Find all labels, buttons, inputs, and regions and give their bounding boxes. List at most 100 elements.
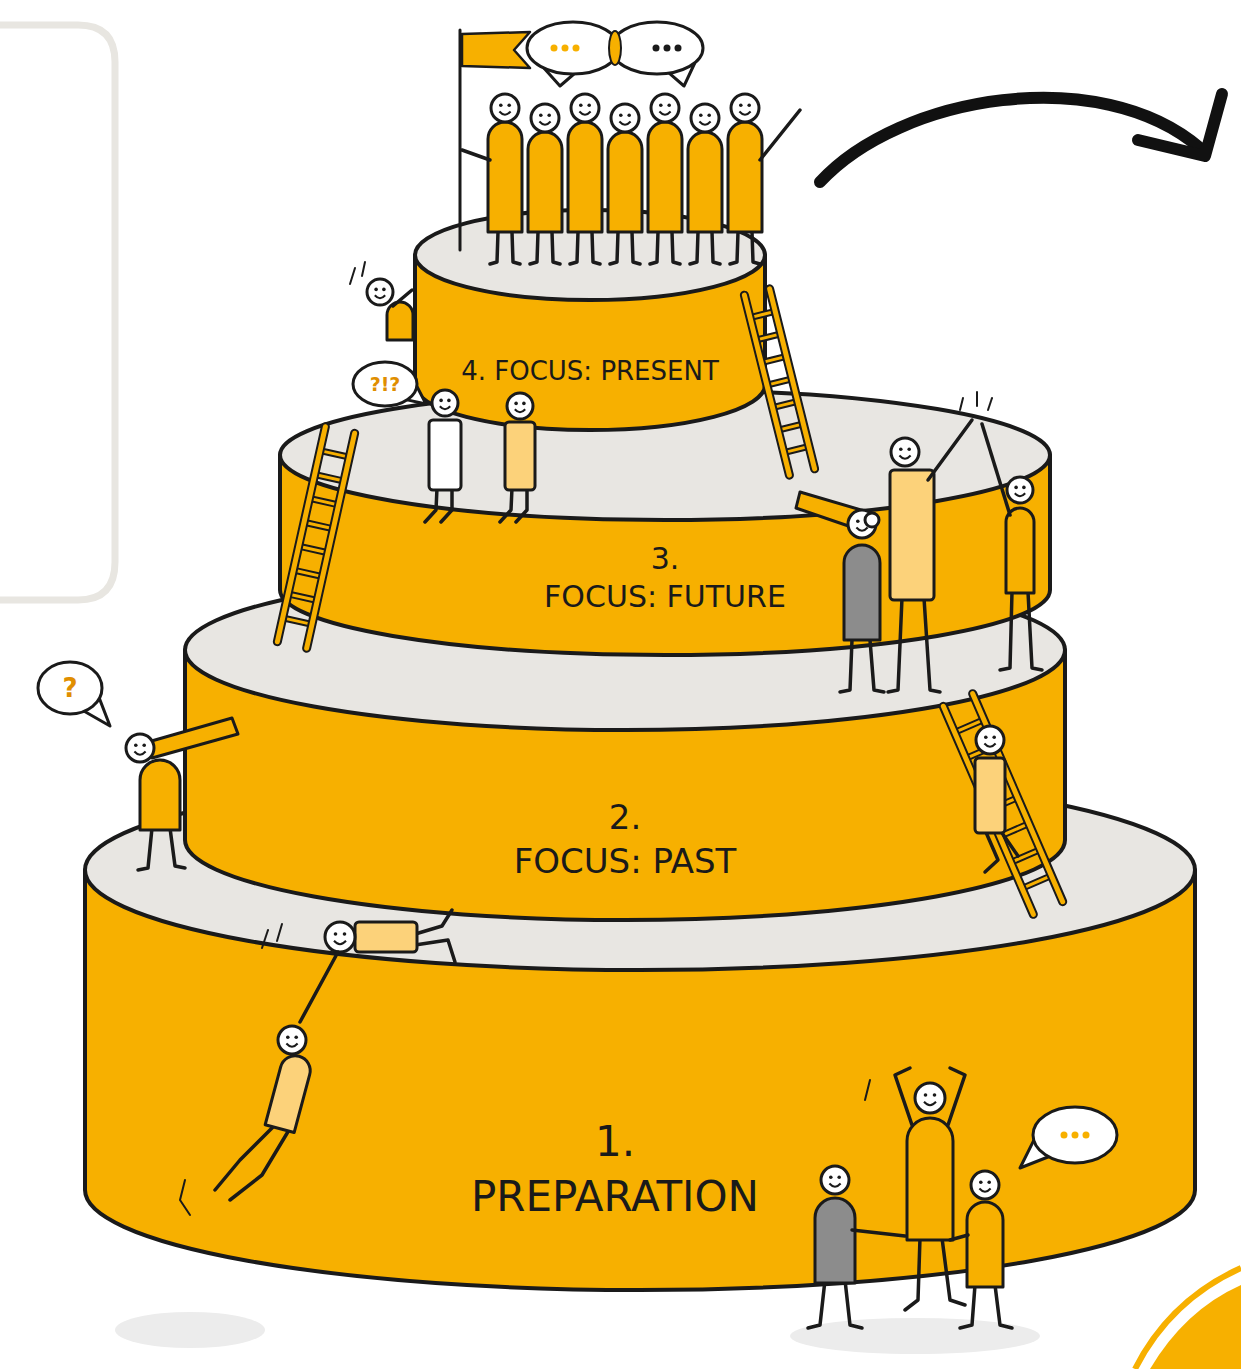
head-outline	[507, 393, 533, 419]
eye	[539, 113, 543, 117]
eye	[924, 1093, 928, 1097]
tier-shape	[411, 206, 769, 434]
eye	[382, 288, 386, 292]
stick-line	[1028, 592, 1042, 670]
head-outline	[691, 104, 719, 132]
bubble-overlap	[609, 31, 621, 65]
stick-line	[948, 1068, 965, 1125]
stick-line	[500, 488, 512, 522]
stick-line	[362, 262, 365, 276]
figure-body	[890, 470, 934, 600]
figure-head	[915, 1083, 945, 1113]
corner-swoosh-line	[1135, 1268, 1241, 1369]
stick-line	[230, 1125, 292, 1200]
arrow-head	[1138, 94, 1222, 156]
figure-body	[355, 922, 417, 952]
eye	[933, 1093, 937, 1097]
head-outline	[651, 94, 679, 122]
stick-line	[928, 420, 972, 480]
ladder-rung	[283, 618, 312, 625]
eye	[1022, 486, 1026, 490]
eye	[979, 1180, 983, 1184]
ladder-rail	[277, 427, 325, 642]
head-outline	[325, 922, 355, 952]
figure-body	[1006, 508, 1034, 593]
stick-line	[610, 232, 618, 264]
figure-body	[568, 122, 602, 232]
figure-body	[429, 420, 461, 490]
stick-line	[690, 232, 698, 264]
eye	[294, 1035, 298, 1039]
figure-head	[976, 726, 1004, 754]
figure-body	[907, 1118, 953, 1240]
stick-line	[905, 1238, 920, 1310]
eye	[899, 447, 903, 451]
eye	[587, 103, 591, 107]
stick-line	[924, 598, 940, 692]
head-outline	[1007, 477, 1033, 503]
eye	[439, 399, 443, 403]
line-spacer	[646, 795, 741, 817]
figure-head	[651, 94, 679, 122]
smile	[579, 112, 590, 115]
ladder-rail	[744, 295, 789, 475]
eye	[984, 735, 988, 739]
tier-label: 2. FOCUS: PAST	[514, 797, 737, 881]
eye	[547, 113, 551, 117]
smile	[984, 744, 995, 747]
smile	[924, 1102, 936, 1105]
head-outline	[126, 734, 154, 762]
ladder-rung	[299, 546, 328, 553]
figure-head	[971, 1171, 999, 1199]
ladder-rung	[315, 475, 344, 482]
stick-line	[845, 1280, 862, 1328]
eye	[447, 399, 451, 403]
eye	[343, 932, 347, 936]
ellipsis-dot	[1083, 1132, 1090, 1139]
speech-bubble	[611, 22, 703, 74]
smile	[699, 122, 710, 125]
frame-outline	[0, 25, 115, 600]
ladder-rung	[304, 522, 333, 529]
stick-line	[712, 232, 720, 264]
telescope	[148, 718, 238, 758]
stick-line	[960, 1285, 975, 1328]
eye	[522, 402, 526, 406]
stick-line	[985, 830, 998, 872]
head-outline	[571, 94, 599, 122]
eye	[837, 1175, 841, 1179]
eye	[499, 103, 503, 107]
eye	[992, 735, 996, 739]
stick-line	[870, 640, 884, 692]
cake-tier: 4. FOCUS: PRESENT	[411, 206, 769, 434]
head-outline	[491, 94, 519, 122]
ladder-rail	[277, 427, 325, 642]
figure-head	[731, 94, 759, 122]
stick-line	[950, 1235, 968, 1240]
stick-line	[462, 150, 490, 160]
telescope-eyepiece	[865, 513, 879, 527]
stick-line	[760, 110, 800, 160]
eye	[334, 932, 338, 936]
line-spacer	[684, 540, 790, 559]
eye	[667, 103, 671, 107]
figure-body	[728, 122, 762, 232]
line-spacer	[467, 1115, 590, 1142]
smile	[856, 528, 867, 531]
ellipsis-dot	[1061, 1132, 1068, 1139]
smile	[659, 112, 670, 115]
ladder-rail	[943, 706, 1033, 914]
figure-head	[367, 279, 393, 305]
stick-line	[865, 1080, 870, 1100]
smile	[619, 122, 630, 125]
figure-body	[505, 422, 535, 490]
tier-label-box: 4. FOCUS: PRESENT	[457, 356, 723, 387]
ladder-rail	[943, 706, 1033, 914]
eye	[286, 1035, 290, 1039]
eye	[987, 1180, 991, 1184]
head-outline	[731, 94, 759, 122]
stick-line	[960, 398, 963, 410]
figure-body	[688, 132, 722, 232]
tier-label-box: 2. FOCUS: PAST	[510, 795, 741, 883]
eye	[507, 103, 511, 107]
